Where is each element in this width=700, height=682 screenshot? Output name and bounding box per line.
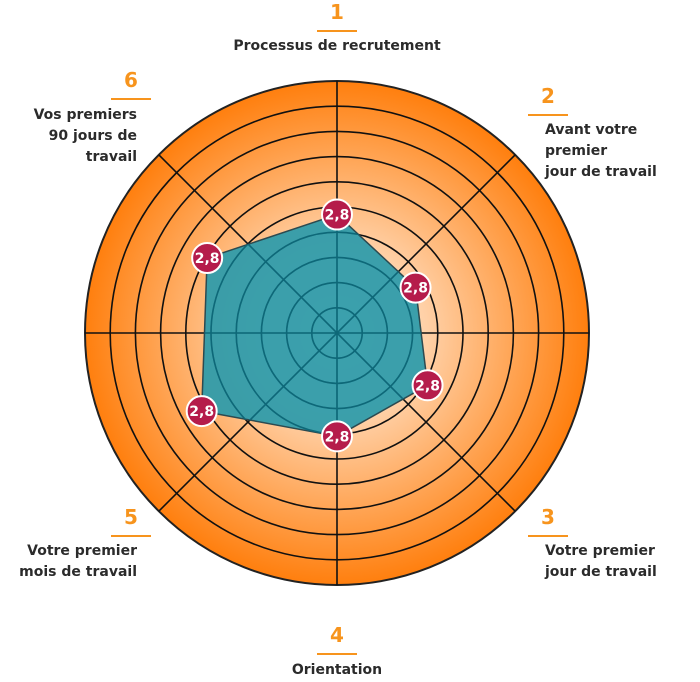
axis-label: Orientation: [137, 660, 537, 681]
axis-label: Votre premier mois de travail: [19, 541, 137, 583]
axis-number-underline: [528, 535, 568, 537]
axis-number-underline: [528, 114, 568, 116]
data-marker: [321, 420, 353, 453]
axis-number-underline: [317, 653, 357, 655]
axis-label: Votre premier jour de travail: [545, 541, 657, 583]
axis-label: Processus de recrutement: [137, 36, 537, 57]
axis-number-underline: [111, 98, 151, 100]
axis-number-underline: [317, 30, 357, 32]
data-label: 2,8: [189, 404, 214, 420]
data-marker: [321, 198, 353, 231]
axis-label-line: mois de travail: [19, 564, 137, 580]
data-label: 2,8: [325, 429, 350, 445]
axis-number: 5: [124, 505, 138, 529]
axis-number: 2: [541, 84, 555, 108]
axis-number: 3: [541, 505, 555, 529]
axis-number-underline: [111, 535, 151, 537]
axis-label-line: Votre premier: [545, 543, 655, 559]
grid-spoke-inner: [201, 214, 428, 437]
axis-number: 1: [330, 0, 344, 24]
data-label: 2,8: [195, 251, 220, 267]
data-label: 2,8: [415, 378, 440, 394]
data-label: 2,8: [325, 208, 350, 224]
axis-label-line: jour de travail: [545, 564, 657, 580]
axis-label-line: Vos premiers: [33, 107, 137, 123]
data-marker: [411, 369, 444, 402]
axis-number: 6: [124, 68, 138, 92]
axis-label-line: Votre premier: [27, 543, 137, 559]
data-marker: [185, 395, 218, 428]
data-label: 2,8: [403, 281, 428, 297]
axis-label-line: 90 jours de travail: [48, 128, 137, 165]
axis-label-line: Processus de recrutement: [233, 38, 441, 54]
axis-label-line: Avant votre premier: [545, 122, 638, 159]
axis-label: Avant votre premier jour de travail: [545, 120, 700, 183]
axis-label-line: Orientation: [291, 662, 383, 678]
axis-number: 4: [330, 623, 344, 647]
axis-label-line: jour de travail: [545, 164, 657, 180]
data-marker: [399, 271, 432, 304]
axis-label: Vos premiers 90 jours de travail: [0, 105, 137, 168]
data-marker: [191, 242, 224, 275]
